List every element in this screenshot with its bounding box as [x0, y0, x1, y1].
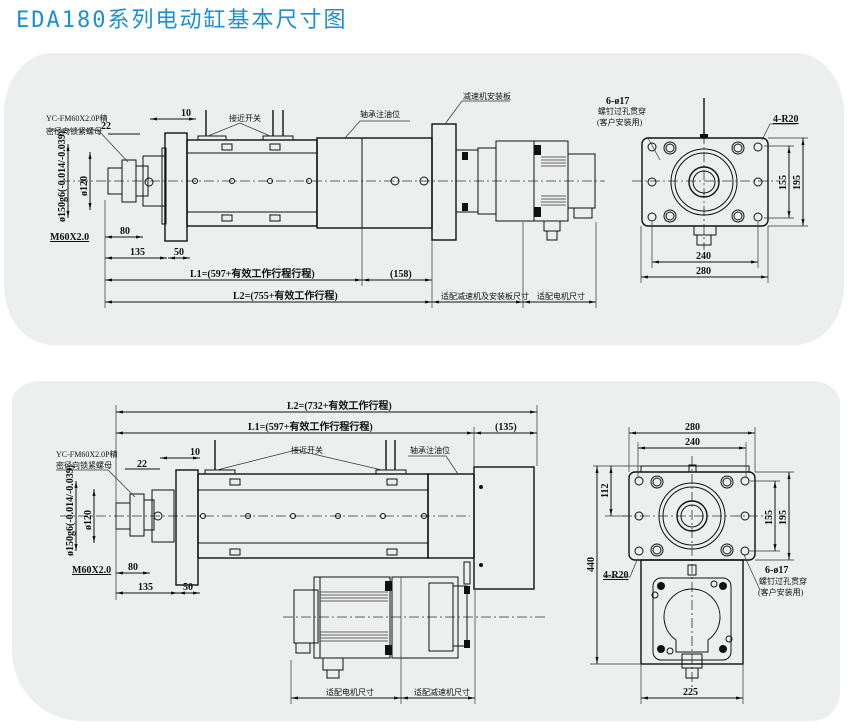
- end-view-2: [590, 427, 794, 704]
- dim-225: 225: [683, 687, 698, 698]
- end-view-1: [632, 98, 808, 283]
- dim-d150: ø150g6(-0.014/-0.039): [65, 465, 76, 556]
- side-view-1-labels: YC-FM60X2.0P精 密径向锁紧螺母 22 10 接近开关 轴承注油位 减…: [46, 91, 585, 302]
- dim-10: 10: [181, 108, 191, 119]
- dim-80: 80: [120, 226, 130, 237]
- dim-80: 80: [128, 562, 138, 573]
- nut-label-line1: YC-FM60X2.0P精: [56, 449, 118, 459]
- nut-label-line2: 密径向锁紧螺母: [56, 460, 112, 470]
- proximity-switch-label: 接近开关: [291, 445, 323, 455]
- dim-195: 195: [778, 510, 789, 525]
- dim-d120: ø120: [79, 176, 90, 196]
- holes-note-line2: (客户安装用): [597, 117, 643, 127]
- side-view-2: [56, 405, 545, 704]
- dim-L1: L1=(597+有效工作行程行程): [190, 267, 315, 280]
- dim-thread: M60X2.0: [50, 232, 89, 243]
- dim-195: 195: [792, 175, 803, 190]
- holes-note-line1: 螺钉过孔贯穿: [759, 576, 807, 586]
- dim-d150: ø150g6(-0.014/-0.039): [57, 131, 68, 222]
- dim-155: 155: [778, 175, 789, 190]
- nut-label-line1: YC-FM60X2.0P精: [46, 113, 108, 123]
- dim-280: 280: [685, 422, 700, 433]
- dim-thread: M60X2.0: [72, 565, 111, 576]
- page-title: EDA180系列电动缸基本尺寸图: [16, 8, 348, 33]
- side-view-2-labels: L2=(732+有效工作行程) L1=(597+有效工作行程行程) (135) …: [56, 399, 517, 697]
- end-view-1-labels: 6-ø17 螺钉过孔贯穿 (客户安装用) 4-R20 240 280 155 1…: [597, 96, 803, 277]
- dim-158: (158): [390, 269, 412, 280]
- corner-radius-label: 4-R20: [773, 114, 799, 125]
- holes-count-label: 6-ø17: [606, 96, 629, 107]
- dim-240: 240: [696, 251, 711, 262]
- dim-135-top: (135): [495, 422, 517, 433]
- dim-112: 112: [600, 484, 611, 498]
- dim-240: 240: [685, 437, 700, 448]
- side-view-1: [50, 100, 605, 308]
- holes-note-line1: 螺钉过孔贯穿: [598, 106, 646, 116]
- dim-22: 22: [101, 121, 111, 132]
- dim-22: 22: [137, 459, 147, 470]
- reducer-size-label: 适配减速机及安装板尺寸: [441, 291, 529, 301]
- dim-280: 280: [696, 266, 711, 277]
- corner-radius-label: 4-R20: [603, 570, 629, 581]
- dim-10: 10: [190, 447, 200, 458]
- dim-L2: L2=(732+有效工作行程): [287, 399, 392, 412]
- dim-135: 135: [138, 582, 153, 593]
- dim-L1: L1=(597+有效工作行程行程): [248, 420, 373, 433]
- proximity-switch-label: 接近开关: [229, 113, 261, 123]
- reducer-plate-label: 减速机安装板: [463, 91, 511, 101]
- dim-50: 50: [174, 247, 184, 258]
- motor-size-label: 适配电机尺寸: [326, 687, 374, 697]
- dim-440: 440: [586, 557, 597, 572]
- dim-135: 135: [130, 247, 145, 258]
- motor-size-label: 适配电机尺寸: [537, 291, 585, 301]
- holes-note-line2: (客户安装用): [758, 587, 804, 597]
- dim-d120: ø120: [83, 510, 94, 530]
- end-view-2-labels: 280 240 112 440 155 195 4-R20 6-ø17 螺钉过孔…: [586, 422, 807, 698]
- bearing-oil-label: 轴承注油位: [410, 445, 450, 455]
- nut-label-line2: 密径向锁紧螺母: [46, 126, 102, 136]
- reducer-size-label: 适配减速机尺寸: [414, 687, 470, 697]
- dim-L2: L2=(755+有效工作行程): [233, 289, 338, 302]
- holes-count-label: 6-ø17: [765, 565, 788, 576]
- bearing-oil-label: 轴承注油位: [360, 109, 400, 119]
- dim-155: 155: [764, 510, 775, 525]
- dim-50: 50: [183, 582, 193, 593]
